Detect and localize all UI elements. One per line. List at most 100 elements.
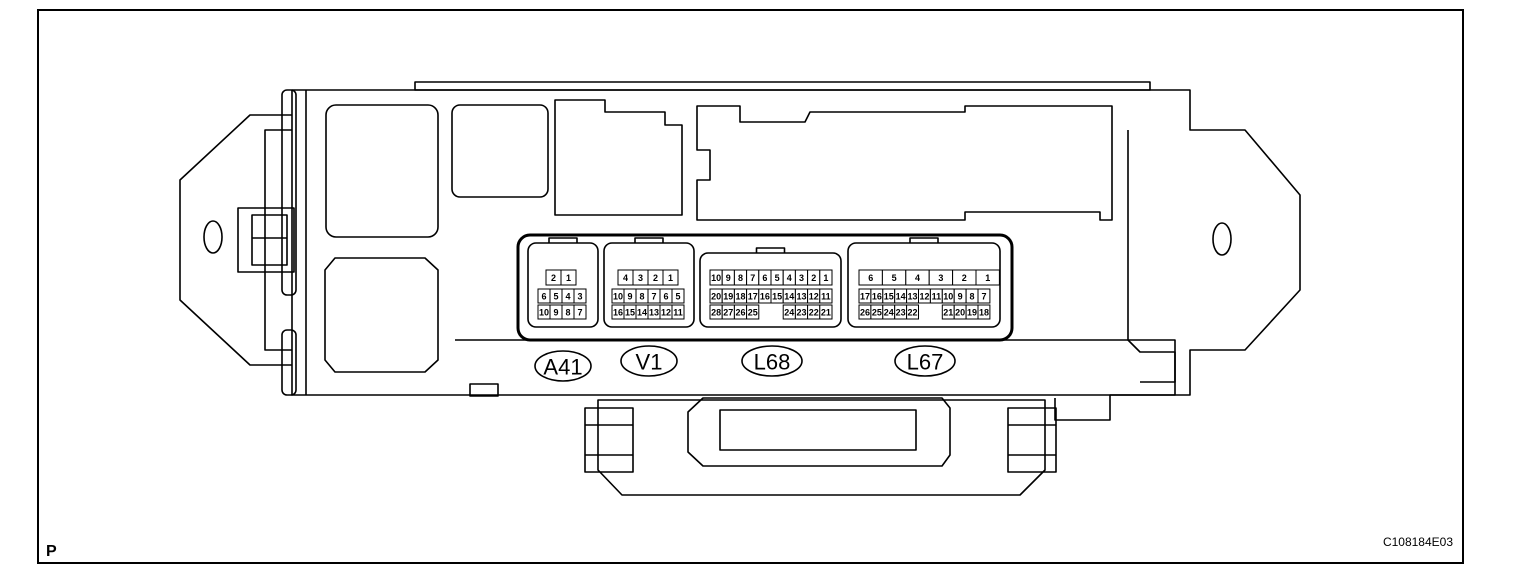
pin-cell — [977, 288, 991, 304]
pin-number: 16 — [872, 292, 882, 302]
pin-cell — [975, 269, 1000, 286]
pin-number: 24 — [784, 308, 794, 318]
top-rail — [414, 81, 1151, 91]
relay-cavity-2 — [451, 104, 549, 198]
top-left-cap — [281, 89, 297, 296]
connector-housing-l68 — [699, 247, 842, 328]
pin-number: 17 — [860, 292, 870, 302]
pin-number: 12 — [661, 308, 671, 318]
pin-cell — [573, 304, 587, 320]
tray-window-inner — [719, 409, 917, 451]
pin-cell — [977, 304, 991, 320]
label-l68-oval — [741, 345, 803, 377]
pin-number: 2 — [653, 273, 658, 283]
pin-number: 1 — [668, 273, 673, 283]
pin-number: 10 — [943, 292, 953, 302]
pin-number: 20 — [711, 292, 721, 302]
pin-number: 13 — [649, 308, 659, 318]
pin-number: 7 — [651, 292, 656, 302]
left-mounting-hole — [203, 220, 223, 254]
pin-number: 11 — [673, 308, 683, 318]
connector-body-l68 — [699, 252, 842, 328]
pin-number: 16 — [613, 308, 623, 318]
pin-number: 1 — [566, 273, 571, 283]
label-a41-oval — [534, 350, 592, 382]
pin-number: 10 — [539, 308, 549, 318]
connector-body-v1 — [603, 242, 695, 328]
pin-cell — [906, 304, 919, 320]
right-mounting-hole — [1212, 222, 1232, 256]
pin-number: 13 — [908, 292, 918, 302]
pin-number: 9 — [726, 273, 731, 283]
pin-number: 28 — [711, 308, 721, 318]
label-l68: L68 — [741, 345, 803, 377]
pin-cell — [573, 288, 587, 304]
pin-number: 7 — [577, 308, 582, 318]
pin-number: 26 — [860, 308, 870, 318]
connector-latch-l68 — [755, 247, 786, 253]
pin-number: 2 — [811, 273, 816, 283]
connector-housing-l67 — [847, 237, 1001, 328]
relay-cavity-1 — [325, 104, 439, 238]
left-bracket-inner — [264, 129, 292, 351]
pin-number: 1 — [985, 273, 990, 283]
pin-number: 4 — [915, 273, 920, 283]
pin-number: 7 — [750, 273, 755, 283]
pin-number: 6 — [541, 292, 546, 302]
label-l67: L67 — [894, 345, 956, 377]
figure-code: C108184E03 — [1383, 535, 1453, 549]
tray-window-outer — [687, 397, 951, 467]
pin-number: 8 — [639, 292, 644, 302]
pin-number: 19 — [723, 292, 733, 302]
connector-housing-v1 — [603, 237, 695, 328]
pin-number: 16 — [760, 292, 770, 302]
pin-cell — [819, 304, 833, 320]
connector-latch-v1 — [634, 237, 664, 243]
pin-number: 19 — [967, 308, 977, 318]
pin-number: 25 — [748, 308, 758, 318]
pin-number: 14 — [784, 292, 794, 302]
pin-number: 3 — [799, 273, 804, 283]
pin-number: 11 — [821, 292, 831, 302]
label-l67-oval — [894, 345, 956, 377]
pin-cell — [662, 269, 679, 286]
pin-cell — [560, 269, 577, 286]
pin-number: 3 — [638, 273, 643, 283]
pin-number: 9 — [553, 308, 558, 318]
housing-inner-right — [1127, 130, 1176, 383]
pin-cell — [671, 288, 685, 304]
pin-cell — [671, 304, 685, 320]
lower-ledge — [455, 339, 1176, 421]
pin-number: 26 — [735, 308, 745, 318]
pin-cell — [819, 269, 833, 286]
pin-number: 12 — [809, 292, 819, 302]
relay-cavity-3 — [554, 99, 683, 216]
connector-latch-a41 — [548, 237, 578, 243]
pin-number: 6 — [663, 292, 668, 302]
pin-number: 21 — [821, 308, 831, 318]
pin-number: 5 — [675, 292, 680, 302]
pin-number: 15 — [625, 308, 635, 318]
pin-number: 8 — [738, 273, 743, 283]
pin-number: 10 — [613, 292, 623, 302]
label-v1-text: V1 — [636, 350, 663, 375]
pin-number: 5 — [775, 273, 780, 283]
pin-number: 8 — [565, 308, 570, 318]
main-housing — [291, 89, 1301, 396]
connector-panel — [516, 233, 1014, 342]
pin-number: 4 — [623, 273, 628, 283]
bottom-tray — [597, 399, 1046, 496]
relay-cavity-4 — [324, 257, 439, 373]
pin-number: 13 — [796, 292, 806, 302]
pin-number: 3 — [938, 273, 943, 283]
pin-number: 15 — [772, 292, 782, 302]
pin-number: 15 — [884, 292, 894, 302]
pin-number: 4 — [565, 292, 570, 302]
figure-frame — [37, 9, 1464, 564]
